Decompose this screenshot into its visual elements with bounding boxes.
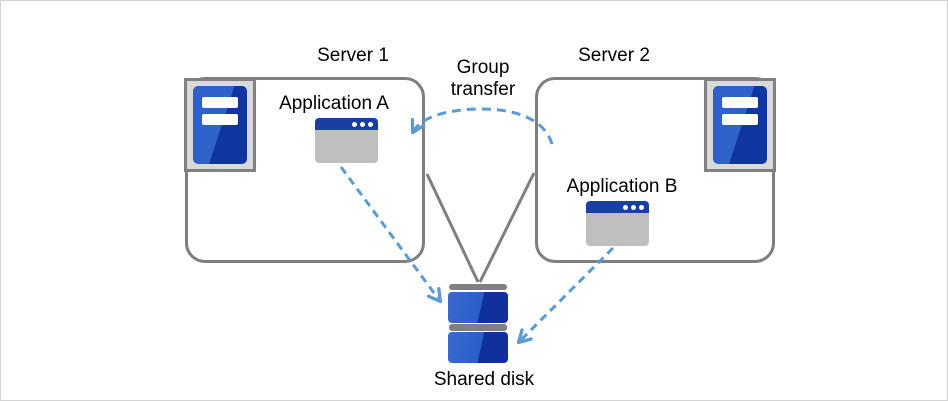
- window-body: [586, 213, 649, 246]
- server-slot: [722, 97, 758, 108]
- group-transfer-label: Group transfer: [450, 57, 516, 100]
- shared-disk-label: Shared disk: [433, 369, 535, 390]
- server-tower-shape: [713, 86, 767, 164]
- server-tower-shape: [193, 86, 247, 164]
- application-a-label: Application A: [279, 93, 389, 114]
- window-dot: [360, 122, 365, 127]
- server1-to-disk-connector: [425, 173, 480, 283]
- window-dot: [623, 205, 628, 210]
- window-dot: [631, 205, 636, 210]
- application-b-window-icon: [586, 201, 649, 246]
- server2-label: Server 2: [578, 45, 650, 66]
- server2-server-icon: [704, 78, 776, 172]
- server-slot: [722, 114, 758, 125]
- window-dot: [352, 122, 357, 127]
- server-slot: [202, 97, 238, 108]
- disk-platter: [448, 332, 508, 363]
- window-body: [315, 130, 378, 163]
- window-titlebar: [315, 118, 378, 130]
- window-titlebar: [586, 201, 649, 213]
- disk-platter: [448, 292, 508, 323]
- application-a-window-icon: [315, 118, 378, 163]
- disk-cap: [449, 324, 507, 331]
- shared-disk-icon: [448, 284, 508, 364]
- application-b-label: Application B: [566, 176, 678, 197]
- group-transfer-arrow: [410, 107, 554, 145]
- disk-cap: [449, 284, 507, 290]
- server2-to-disk-connector: [478, 172, 536, 283]
- server1-label: Server 1: [317, 45, 389, 66]
- server1-server-icon: [184, 78, 256, 172]
- window-dot: [639, 205, 644, 210]
- window-dot: [368, 122, 373, 127]
- server-slot: [202, 114, 238, 125]
